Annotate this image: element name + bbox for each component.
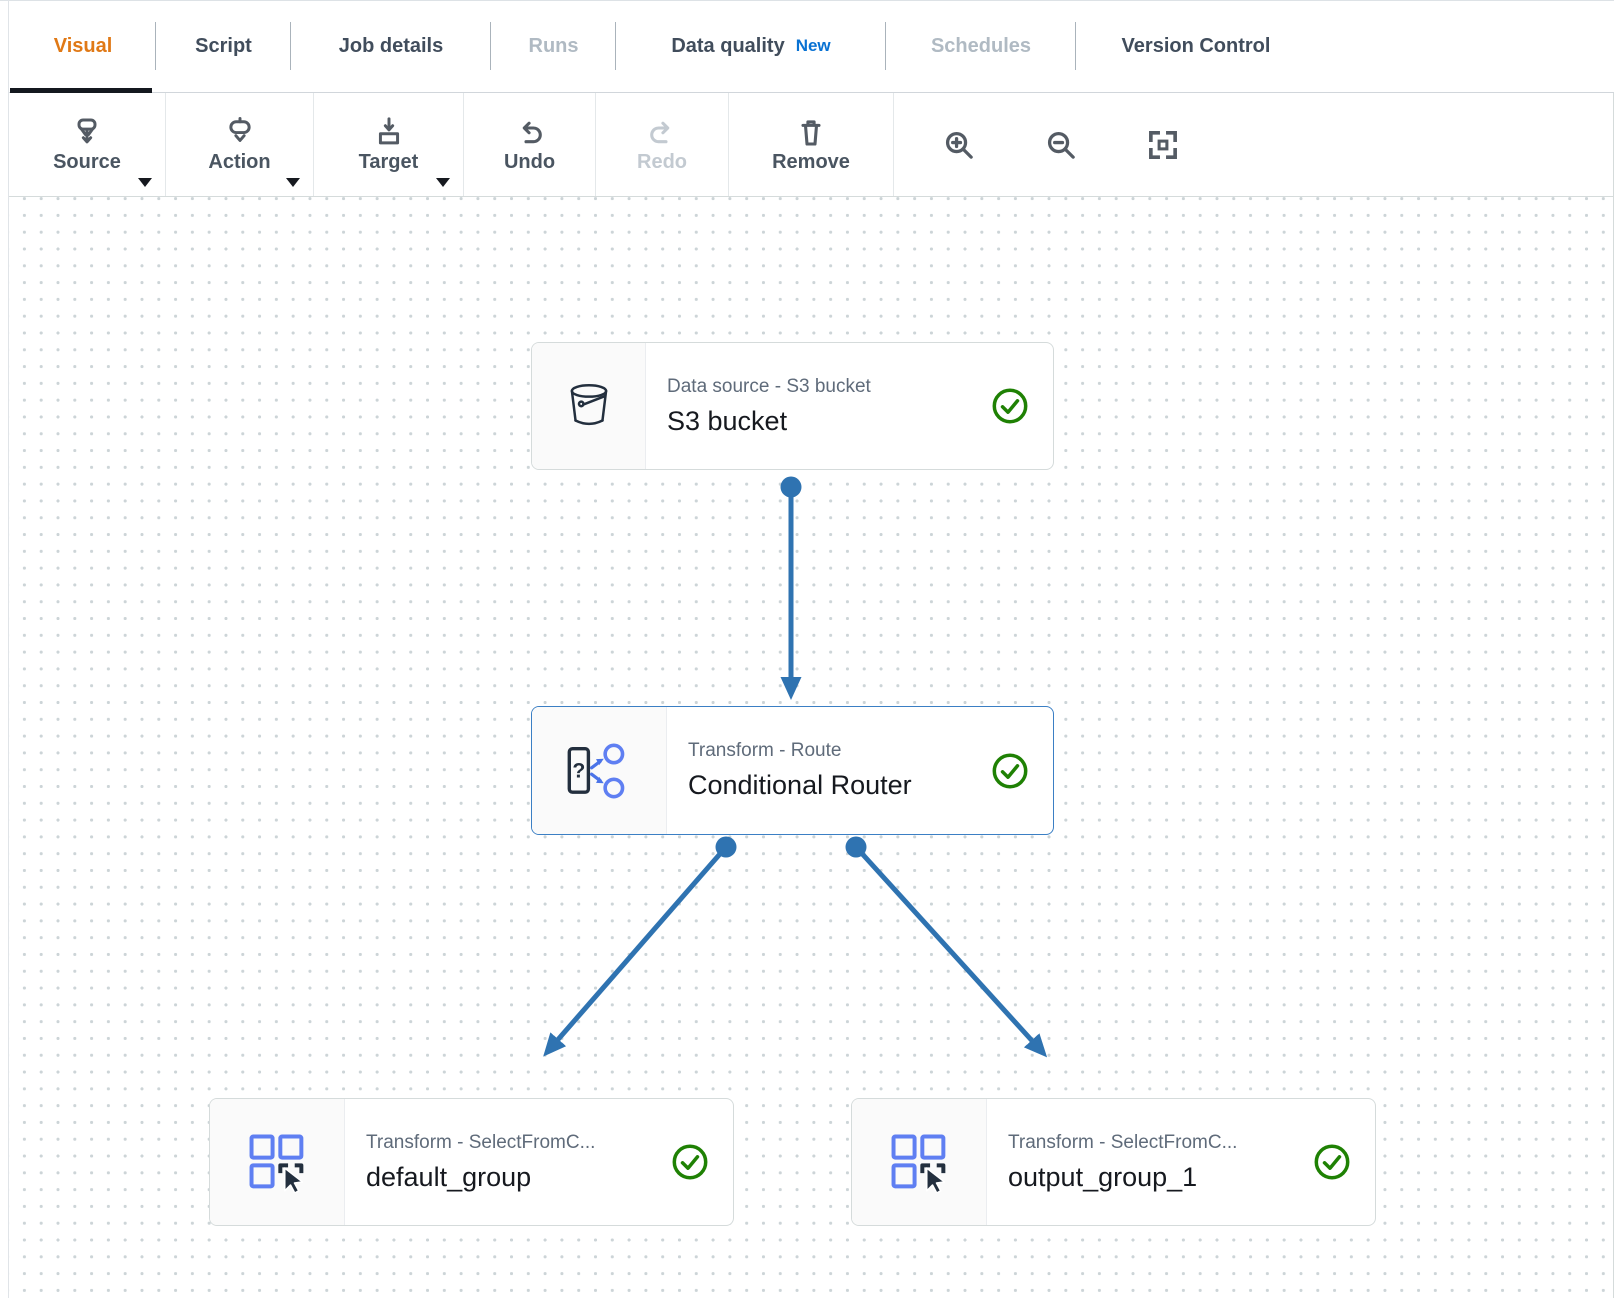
edge-router-to-default-group bbox=[543, 845, 728, 1057]
undo-icon bbox=[522, 121, 542, 143]
tab-divider bbox=[490, 22, 491, 70]
zoom-in-button[interactable] bbox=[942, 128, 976, 162]
node-default-group[interactable]: Transform - SelectFromC... default_group bbox=[209, 1098, 734, 1226]
remove-button-label: Remove bbox=[772, 150, 850, 173]
node-name: S3 bucket bbox=[667, 405, 788, 436]
remove-button[interactable]: Remove bbox=[729, 93, 894, 196]
remove-trash-icon bbox=[801, 119, 821, 146]
node-name: default_group bbox=[366, 1161, 532, 1192]
tab-runs: Runs bbox=[491, 0, 616, 92]
node-s3-bucket[interactable]: Data source - S3 bucket S3 bucket bbox=[531, 342, 1054, 470]
node-conditional-router[interactable]: ? Transform - Route Conditional Router bbox=[531, 706, 1054, 835]
router-output-port-2 bbox=[845, 836, 867, 858]
tab-schedules-label: Schedules bbox=[930, 34, 1032, 57]
redo-button-label: Redo bbox=[637, 150, 687, 173]
tab-job-details-label: Job details bbox=[338, 34, 444, 57]
tab-data-quality-label: Data quality bbox=[671, 34, 785, 57]
node-type-label: Transform - SelectFromC... bbox=[366, 1131, 596, 1153]
tab-visual-label: Visual bbox=[53, 34, 113, 57]
s3-bucket-icon bbox=[532, 343, 646, 469]
select-from-collection-icon bbox=[210, 1099, 345, 1225]
tab-job-details[interactable]: Job details bbox=[291, 0, 491, 92]
redo-button: Redo bbox=[596, 93, 729, 196]
zoom-controls bbox=[894, 93, 1180, 196]
valid-check-icon bbox=[992, 388, 1028, 424]
tab-runs-label: Runs bbox=[528, 34, 579, 57]
fit-to-screen-icon bbox=[1149, 130, 1177, 159]
zoom-out-button[interactable] bbox=[1044, 128, 1078, 162]
node-type-label: Transform - SelectFromC... bbox=[1008, 1131, 1238, 1153]
tab-divider bbox=[885, 22, 886, 70]
tab-version-control[interactable]: Version Control bbox=[1076, 0, 1316, 92]
node-name: output_group_1 bbox=[1008, 1161, 1198, 1192]
tab-script[interactable]: Script bbox=[156, 0, 291, 92]
redo-icon bbox=[650, 121, 670, 143]
valid-check-icon bbox=[672, 1144, 708, 1180]
tab-divider bbox=[290, 22, 291, 70]
undo-button-label: Undo bbox=[503, 150, 556, 173]
node-name: Conditional Router bbox=[688, 770, 912, 800]
source-icon bbox=[77, 118, 97, 143]
node-output-group-1[interactable]: Transform - SelectFromC... output_group_… bbox=[851, 1098, 1376, 1226]
s3-output-port bbox=[780, 476, 802, 498]
new-badge: New bbox=[795, 36, 831, 55]
tab-version-control-label: Version Control bbox=[1121, 34, 1271, 57]
node-type-label: Data source - S3 bucket bbox=[667, 375, 871, 397]
zoom-out-icon bbox=[1047, 131, 1075, 159]
fit-to-screen-button[interactable] bbox=[1146, 128, 1180, 162]
select-from-collection-icon bbox=[852, 1099, 987, 1225]
node-type-label: Transform - Route bbox=[688, 740, 842, 761]
undo-button[interactable]: Undo bbox=[464, 93, 596, 196]
source-button[interactable]: Source bbox=[9, 93, 166, 196]
source-caret-icon bbox=[138, 178, 152, 187]
valid-check-icon bbox=[1314, 1144, 1350, 1180]
conditional-router-icon: ? bbox=[532, 707, 667, 834]
action-caret-icon bbox=[286, 178, 300, 187]
window-top-border bbox=[0, 0, 1614, 1]
tab-script-label: Script bbox=[195, 34, 252, 57]
edge-router-to-output-group-1 bbox=[854, 845, 1048, 1058]
editor-tab-bar: Visual Script Job details Runs Data qual… bbox=[9, 0, 1614, 93]
target-button-label: Target bbox=[358, 150, 419, 173]
action-icon bbox=[228, 116, 251, 142]
tab-schedules: Schedules bbox=[886, 0, 1076, 92]
dag-canvas[interactable]: Data source - S3 bucket S3 bucket ? Tran… bbox=[9, 197, 1614, 1298]
tab-visual[interactable]: Visual bbox=[10, 0, 156, 93]
target-icon bbox=[378, 116, 399, 144]
action-button[interactable]: Action bbox=[166, 93, 314, 196]
action-button-label: Action bbox=[208, 150, 271, 173]
tab-data-quality[interactable]: Data quality New bbox=[616, 0, 886, 92]
target-button[interactable]: Target bbox=[314, 93, 464, 196]
valid-check-icon bbox=[992, 753, 1028, 788]
window-left-border bbox=[8, 0, 9, 1298]
canvas-toolbar: Source Action Target Undo Redo bbox=[9, 93, 1614, 197]
router-output-port-1 bbox=[715, 836, 737, 858]
svg-text:?: ? bbox=[572, 759, 585, 782]
active-tab-underline bbox=[10, 88, 152, 93]
tab-divider bbox=[155, 22, 156, 70]
target-caret-icon bbox=[436, 178, 450, 187]
tab-divider bbox=[1075, 22, 1076, 70]
zoom-in-icon bbox=[945, 131, 973, 159]
tab-divider bbox=[615, 22, 616, 70]
source-button-label: Source bbox=[53, 150, 121, 173]
